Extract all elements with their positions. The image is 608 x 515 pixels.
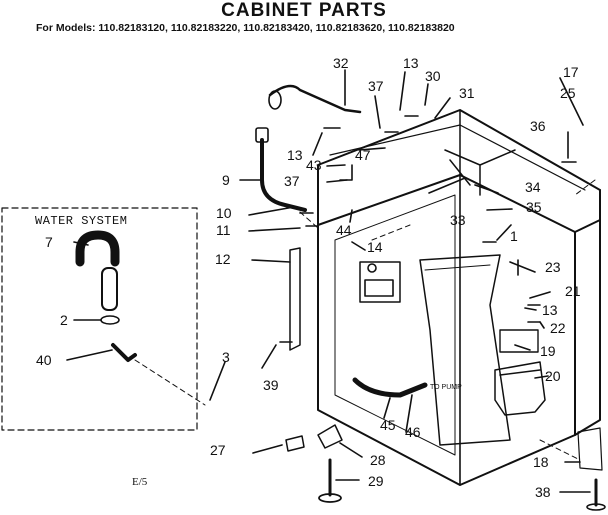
washer-ring xyxy=(100,315,120,325)
water-system-box xyxy=(1,207,198,431)
callout-37: 37 xyxy=(368,78,384,94)
page-code: E/5 xyxy=(132,476,148,488)
callout-36: 36 xyxy=(530,118,546,134)
callout-labels: 1237910111213131314171819202122232527282… xyxy=(36,55,581,500)
callout-32: 32 xyxy=(333,55,349,71)
callout-3: 3 xyxy=(222,349,230,365)
callout-37: 37 xyxy=(284,173,300,189)
callout-28: 28 xyxy=(370,452,386,468)
elbow-fitting xyxy=(111,343,137,362)
callout-10: 10 xyxy=(216,205,232,221)
drain-hose xyxy=(352,377,428,398)
callout-7: 7 xyxy=(45,234,53,250)
callout-9: 9 xyxy=(222,172,230,188)
callout-19: 19 xyxy=(540,343,556,359)
page-title: CABINET PARTS xyxy=(221,0,387,21)
callout-38: 38 xyxy=(535,484,551,500)
water-system-label: WATER SYSTEM xyxy=(35,214,127,228)
callout-23: 23 xyxy=(545,259,561,275)
hose xyxy=(260,138,307,212)
pump-bracket xyxy=(499,329,539,353)
callout-17: 17 xyxy=(563,64,579,80)
callout-46: 46 xyxy=(405,424,421,440)
cabinet-top-frame xyxy=(317,109,601,233)
callout-31: 31 xyxy=(459,85,475,101)
callout-12: 12 xyxy=(215,251,231,267)
tub-outline xyxy=(419,254,511,446)
callout-13: 13 xyxy=(287,147,303,163)
callout-1: 1 xyxy=(510,228,518,244)
brace xyxy=(444,149,516,196)
callout-35: 35 xyxy=(526,199,542,215)
hose-segment xyxy=(101,267,118,311)
callout-20: 20 xyxy=(545,368,561,384)
callout-22: 22 xyxy=(550,320,566,336)
callout-13: 13 xyxy=(542,302,558,318)
switch-box xyxy=(359,261,401,303)
callout-27: 27 xyxy=(210,442,226,458)
callout-11: 11 xyxy=(216,222,231,238)
motor xyxy=(494,361,546,416)
callout-33: 33 xyxy=(450,212,466,228)
callout-13: 13 xyxy=(403,55,419,71)
callout-14: 14 xyxy=(367,239,383,255)
water-inlet-hose xyxy=(75,230,120,267)
to-pump-label: TO PUMP xyxy=(430,384,462,391)
callout-25: 25 xyxy=(560,85,576,101)
callout-18: 18 xyxy=(533,454,549,470)
callout-29: 29 xyxy=(368,473,384,489)
models-subtitle: For Models: 110.82183120, 110.82183220, … xyxy=(36,22,455,34)
callout-34: 34 xyxy=(525,179,541,195)
callout-2: 2 xyxy=(60,312,68,328)
power-cord xyxy=(268,84,362,114)
callout-47: 47 xyxy=(355,147,371,163)
callout-21: 21 xyxy=(565,283,581,299)
callout-43: 43 xyxy=(306,157,322,173)
side-panel xyxy=(289,247,301,351)
callout-40: 40 xyxy=(36,352,52,368)
callout-45: 45 xyxy=(380,417,396,433)
callout-39: 39 xyxy=(263,377,279,393)
callout-44: 44 xyxy=(336,222,352,238)
callout-30: 30 xyxy=(425,68,441,84)
